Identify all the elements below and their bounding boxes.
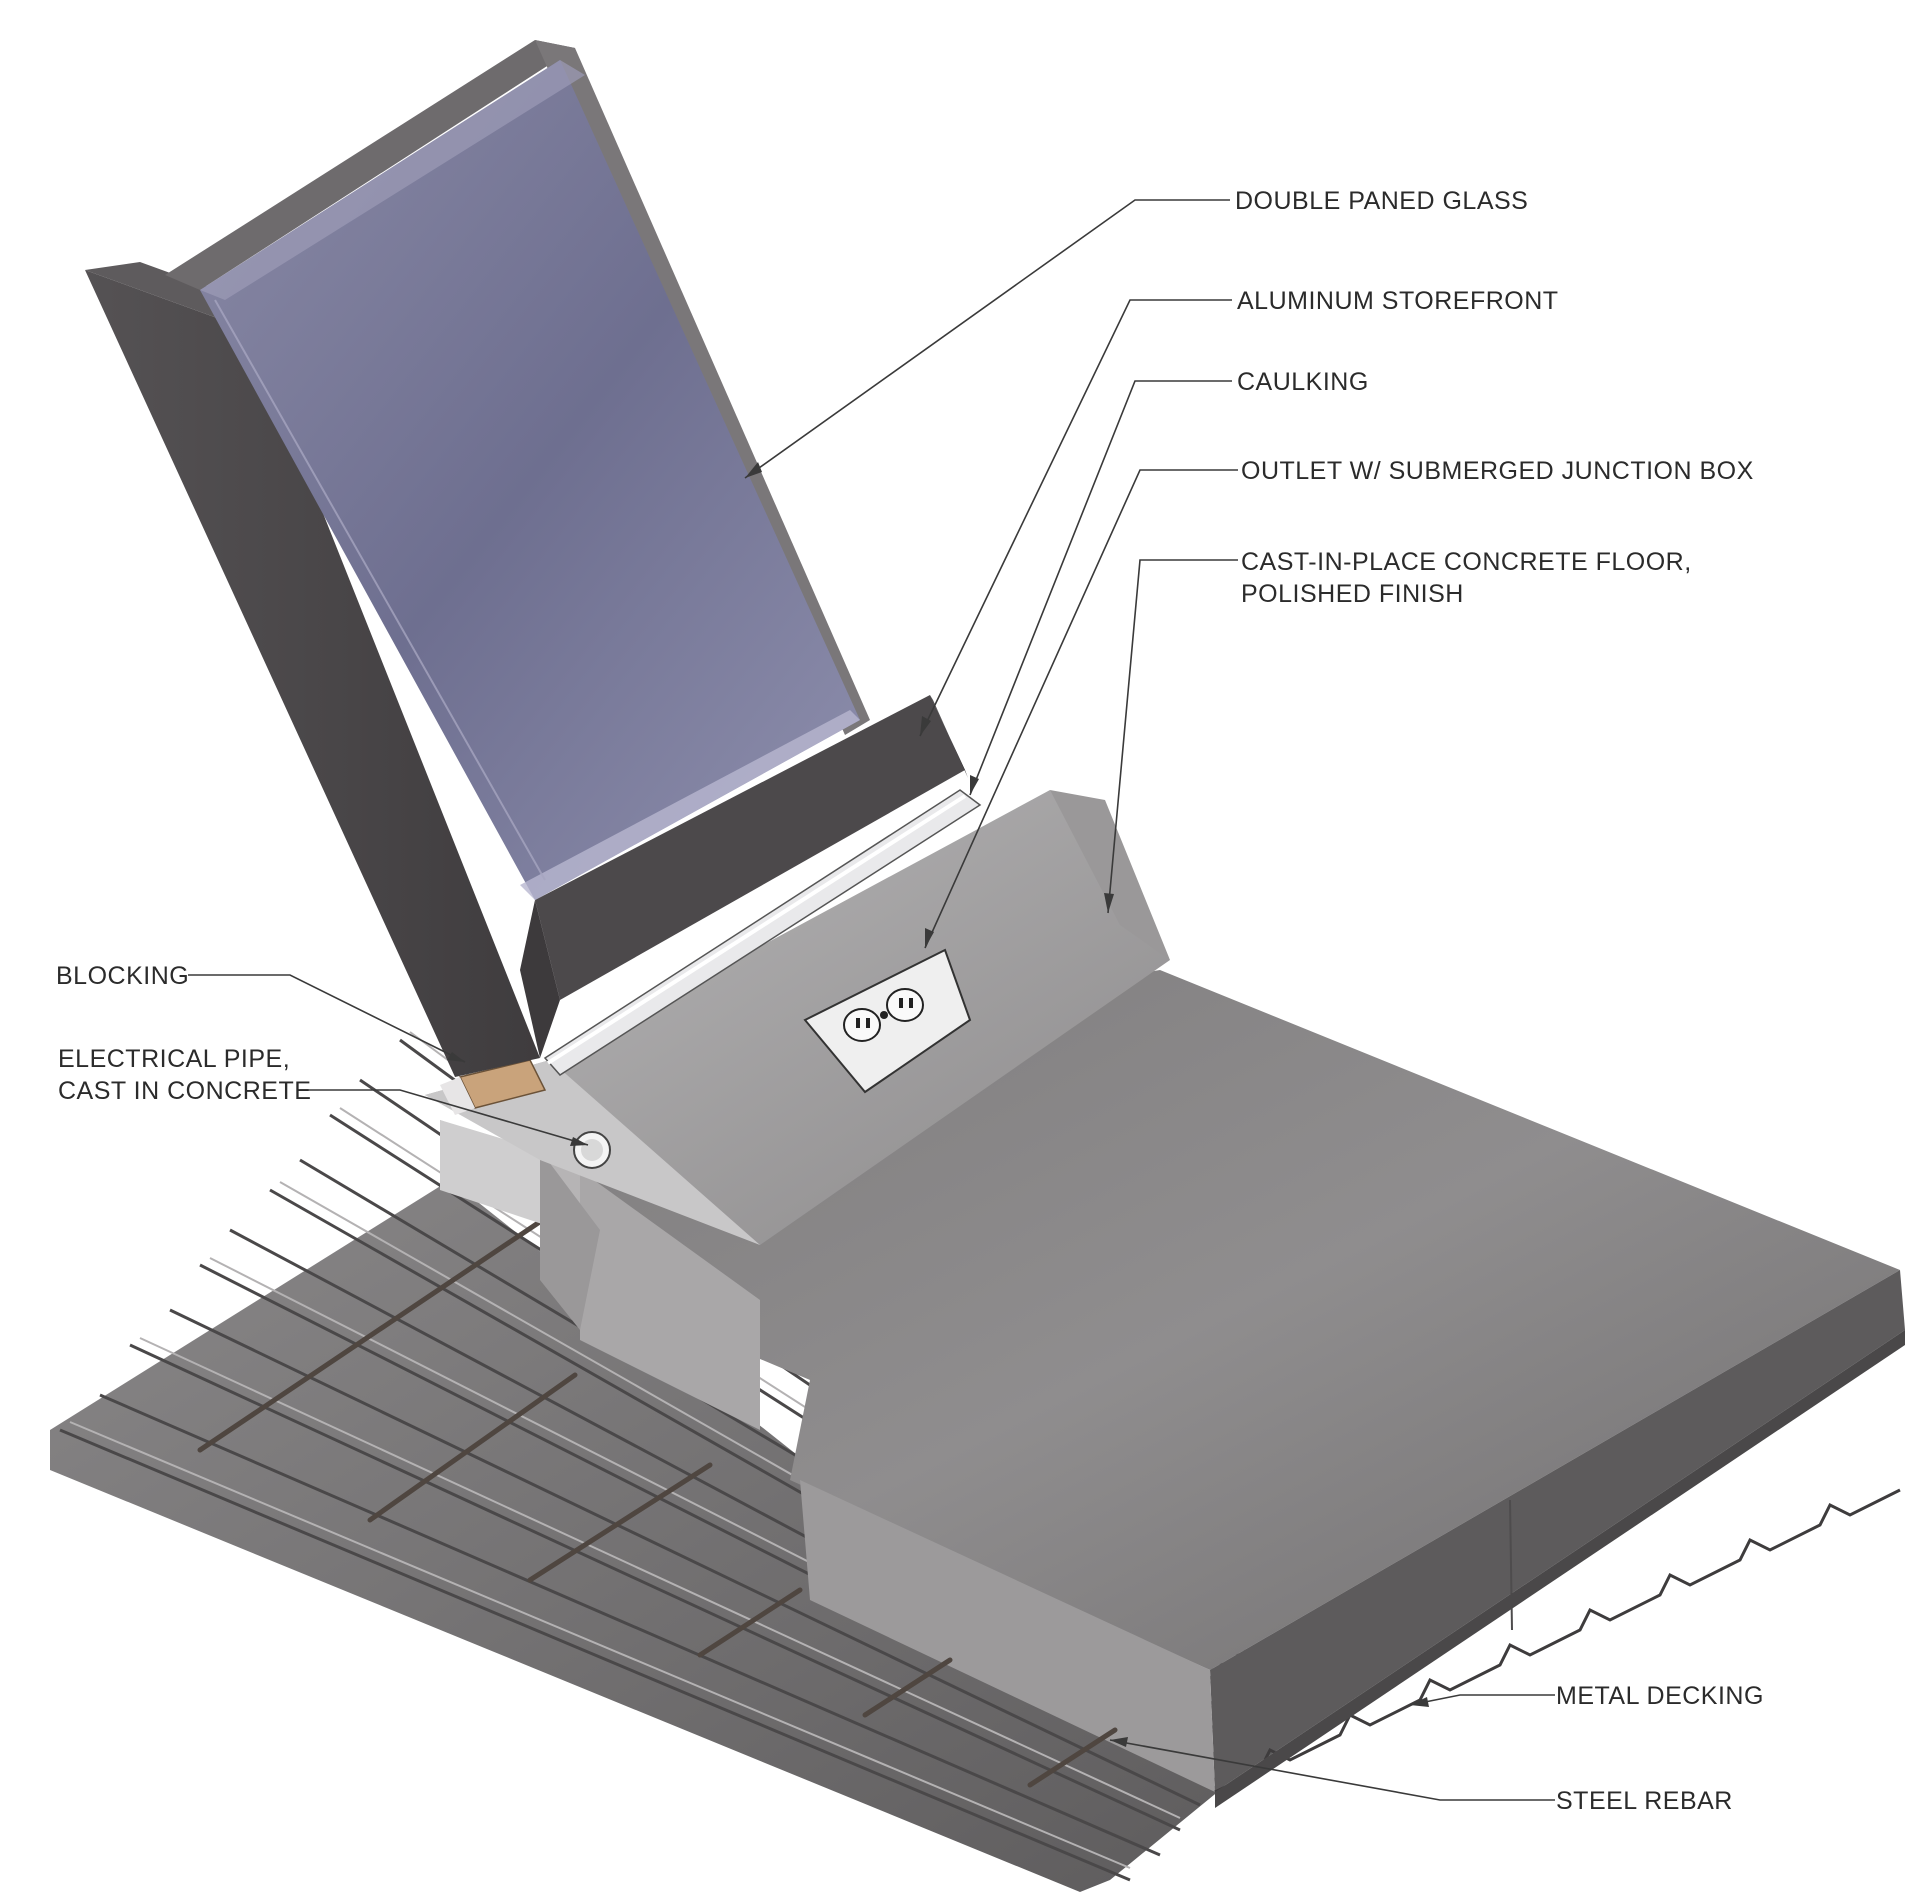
callout-labels: DOUBLE PANED GLASS ALUMINUM STOREFRONT C… <box>56 187 1764 1815</box>
leader-steel-rebar <box>1109 1739 1555 1801</box>
electrical-pipe <box>573 1131 611 1169</box>
leader-lines <box>188 199 1555 1801</box>
label-metal-decking: METAL DECKING <box>1556 1682 1764 1710</box>
steel-rebar <box>197 1212 1118 1788</box>
leader-electrical-pipe <box>300 1089 589 1146</box>
label-caulking: CAULKING <box>1237 368 1369 396</box>
outlet-plate <box>803 948 972 1094</box>
label-electrical-pipe-line2: CAST IN CONCRETE <box>58 1077 311 1105</box>
label-steel-rebar: STEEL REBAR <box>1556 1787 1733 1815</box>
label-electrical-pipe-line1: ELECTRICAL PIPE, <box>58 1045 290 1073</box>
label-blocking: BLOCKING <box>56 962 189 990</box>
label-concrete-floor-line2: POLISHED FINISH <box>1241 580 1464 608</box>
leader-aluminum-storefront <box>919 299 1232 737</box>
double-paned-glass <box>200 60 860 900</box>
leader-concrete-floor <box>1107 559 1238 914</box>
leader-double-paned-glass <box>744 199 1230 479</box>
leader-caulking <box>969 380 1232 796</box>
label-concrete-floor-line1: CAST-IN-PLACE CONCRETE FLOOR, <box>1241 548 1692 576</box>
leader-outlet <box>924 469 1238 949</box>
blocking <box>440 1059 547 1115</box>
caulking <box>543 789 982 1076</box>
leader-blocking <box>188 974 466 1063</box>
label-aluminum-storefront: ALUMINUM STOREFRONT <box>1237 287 1559 315</box>
label-double-paned-glass: DOUBLE PANED GLASS <box>1235 187 1528 215</box>
label-outlet: OUTLET W/ SUBMERGED JUNCTION BOX <box>1241 457 1754 485</box>
outlet-receptacle-icon <box>843 988 924 1042</box>
leader-metal-decking <box>1409 1694 1555 1706</box>
